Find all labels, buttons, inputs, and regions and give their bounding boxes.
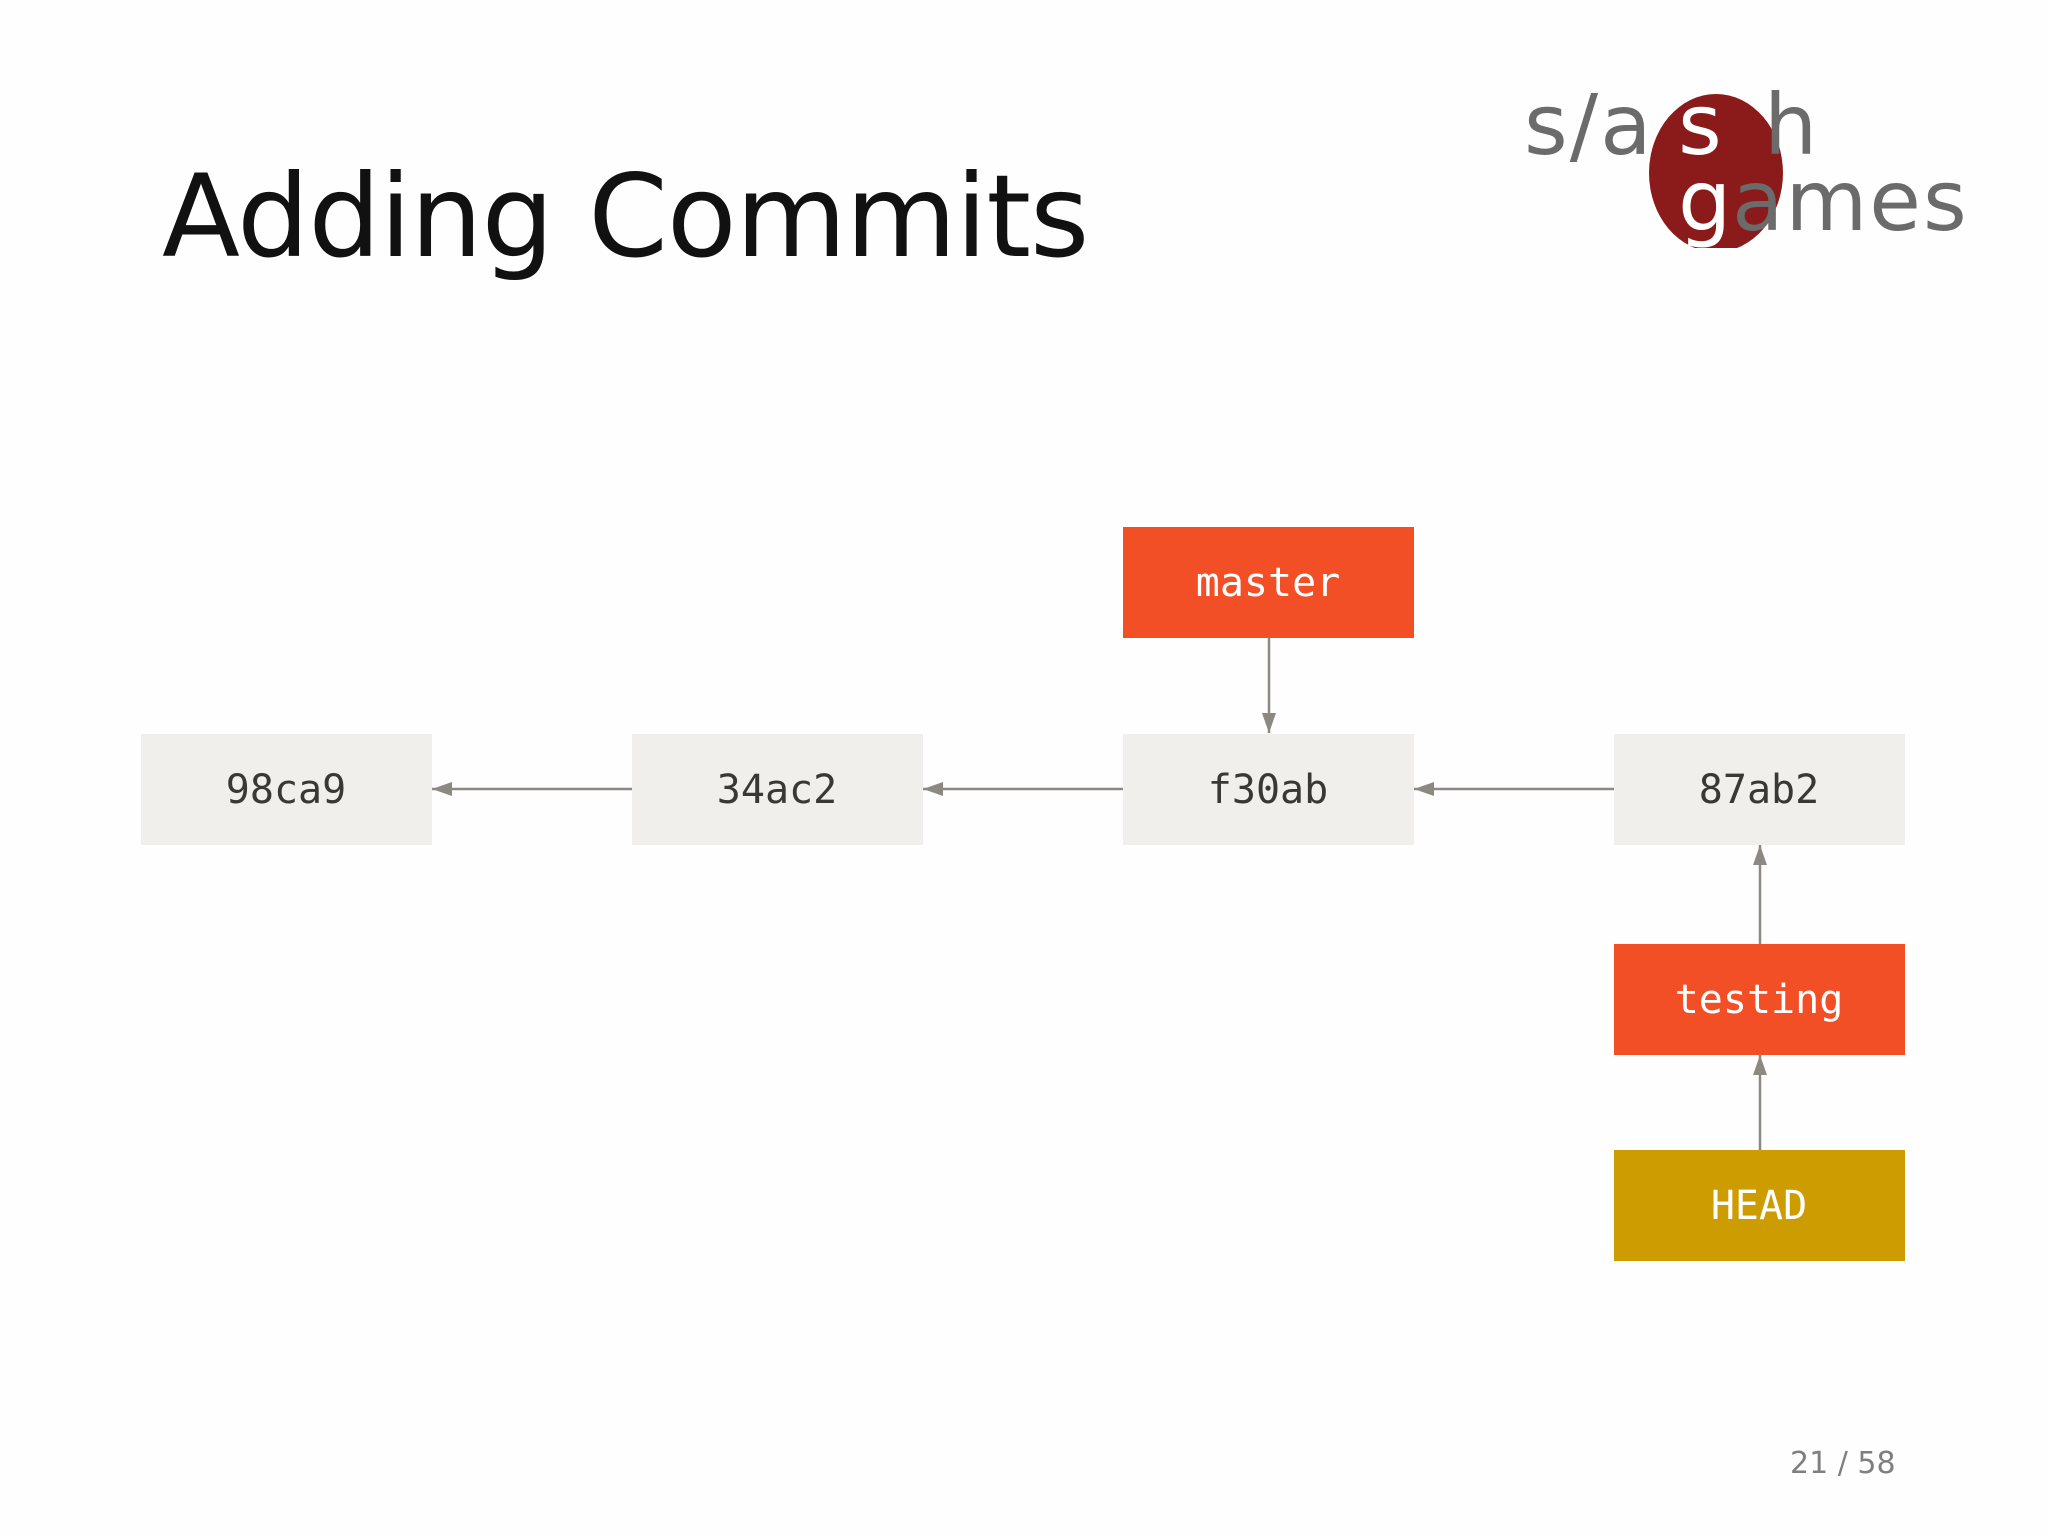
commit-hash: 98ca9 xyxy=(226,767,346,813)
svg-text:h: h xyxy=(1764,78,1817,174)
svg-text:s/a: s/a xyxy=(1524,78,1654,174)
head-pointer: HEAD xyxy=(1614,1150,1905,1261)
slash-games-logo: s/a s h g ames xyxy=(1524,78,1969,248)
svg-text:g: g xyxy=(1678,152,1731,248)
branch-testing: testing xyxy=(1614,944,1905,1055)
branch-label: master xyxy=(1196,560,1341,606)
page-number: 21 / 58 xyxy=(1790,1446,1896,1481)
svg-text:ames: ames xyxy=(1732,152,1969,248)
svg-text:s: s xyxy=(1678,78,1722,174)
commit-hash: f30ab xyxy=(1208,767,1328,813)
commit-node: f30ab xyxy=(1123,734,1414,845)
branch-master: master xyxy=(1123,527,1414,638)
head-label: HEAD xyxy=(1711,1183,1807,1229)
commit-hash: 87ab2 xyxy=(1699,767,1819,813)
branch-label: testing xyxy=(1675,977,1844,1023)
commit-hash: 34ac2 xyxy=(717,767,837,813)
commit-node: 87ab2 xyxy=(1614,734,1905,845)
commit-node: 34ac2 xyxy=(632,734,923,845)
slide-title: Adding Commits xyxy=(162,150,1089,283)
logo-red-circle xyxy=(1649,94,1783,248)
commit-node: 98ca9 xyxy=(141,734,432,845)
